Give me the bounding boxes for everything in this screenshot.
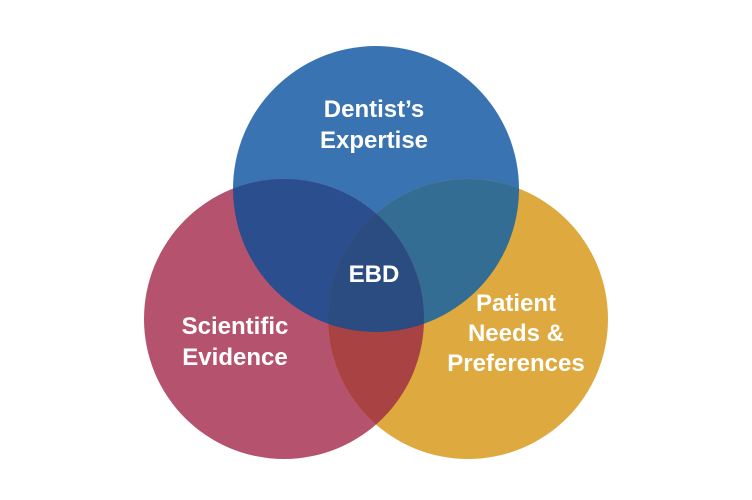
center-label-ebd: EBD xyxy=(349,261,400,288)
label-dentists-expertise-line-1: Dentist’s xyxy=(324,96,424,123)
label-scientific-evidence-line-2: Evidence xyxy=(182,344,287,371)
label-dentists-expertise-line-2: Expertise xyxy=(320,127,428,154)
label-patient-needs-line-1: Patient xyxy=(476,290,556,317)
label-patient-needs-line-2: Needs & xyxy=(468,320,564,347)
label-scientific-evidence-line-1: Scientific xyxy=(182,313,289,340)
label-patient-needs-line-3: Preferences xyxy=(447,350,584,377)
